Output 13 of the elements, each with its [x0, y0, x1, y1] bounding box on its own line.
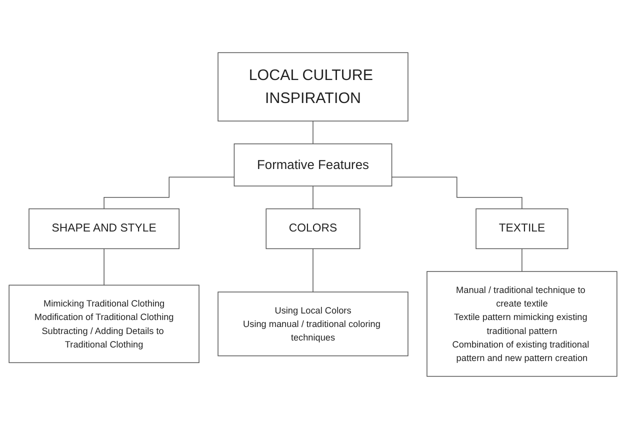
- connector: [312, 186, 314, 210]
- node-box: LOCAL CULTURE INSPIRATION: [218, 52, 408, 122]
- node-box: Formative Features: [234, 143, 392, 186]
- node-box: COLORS: [266, 208, 360, 250]
- node-box: SHAPE AND STYLE: [28, 208, 180, 250]
- node-box: TEXTILE: [476, 208, 568, 250]
- connector: [391, 176, 522, 210]
- connector: [312, 248, 314, 292]
- connector: [312, 120, 314, 144]
- node-box: Manual / traditional technique to create textile Textile pattern mimicking existing traditional pattern Combination of existing traditional pattern and new pattern creation: [426, 271, 618, 377]
- node-box: Using Local Colors Using manual / traditional coloring techniques: [218, 292, 408, 356]
- node-box: Mimicking Traditional Clothing Modification of Traditional Clothing Subtracting / Adding Details to Traditional Clothing: [8, 284, 200, 364]
- connector: [104, 176, 235, 210]
